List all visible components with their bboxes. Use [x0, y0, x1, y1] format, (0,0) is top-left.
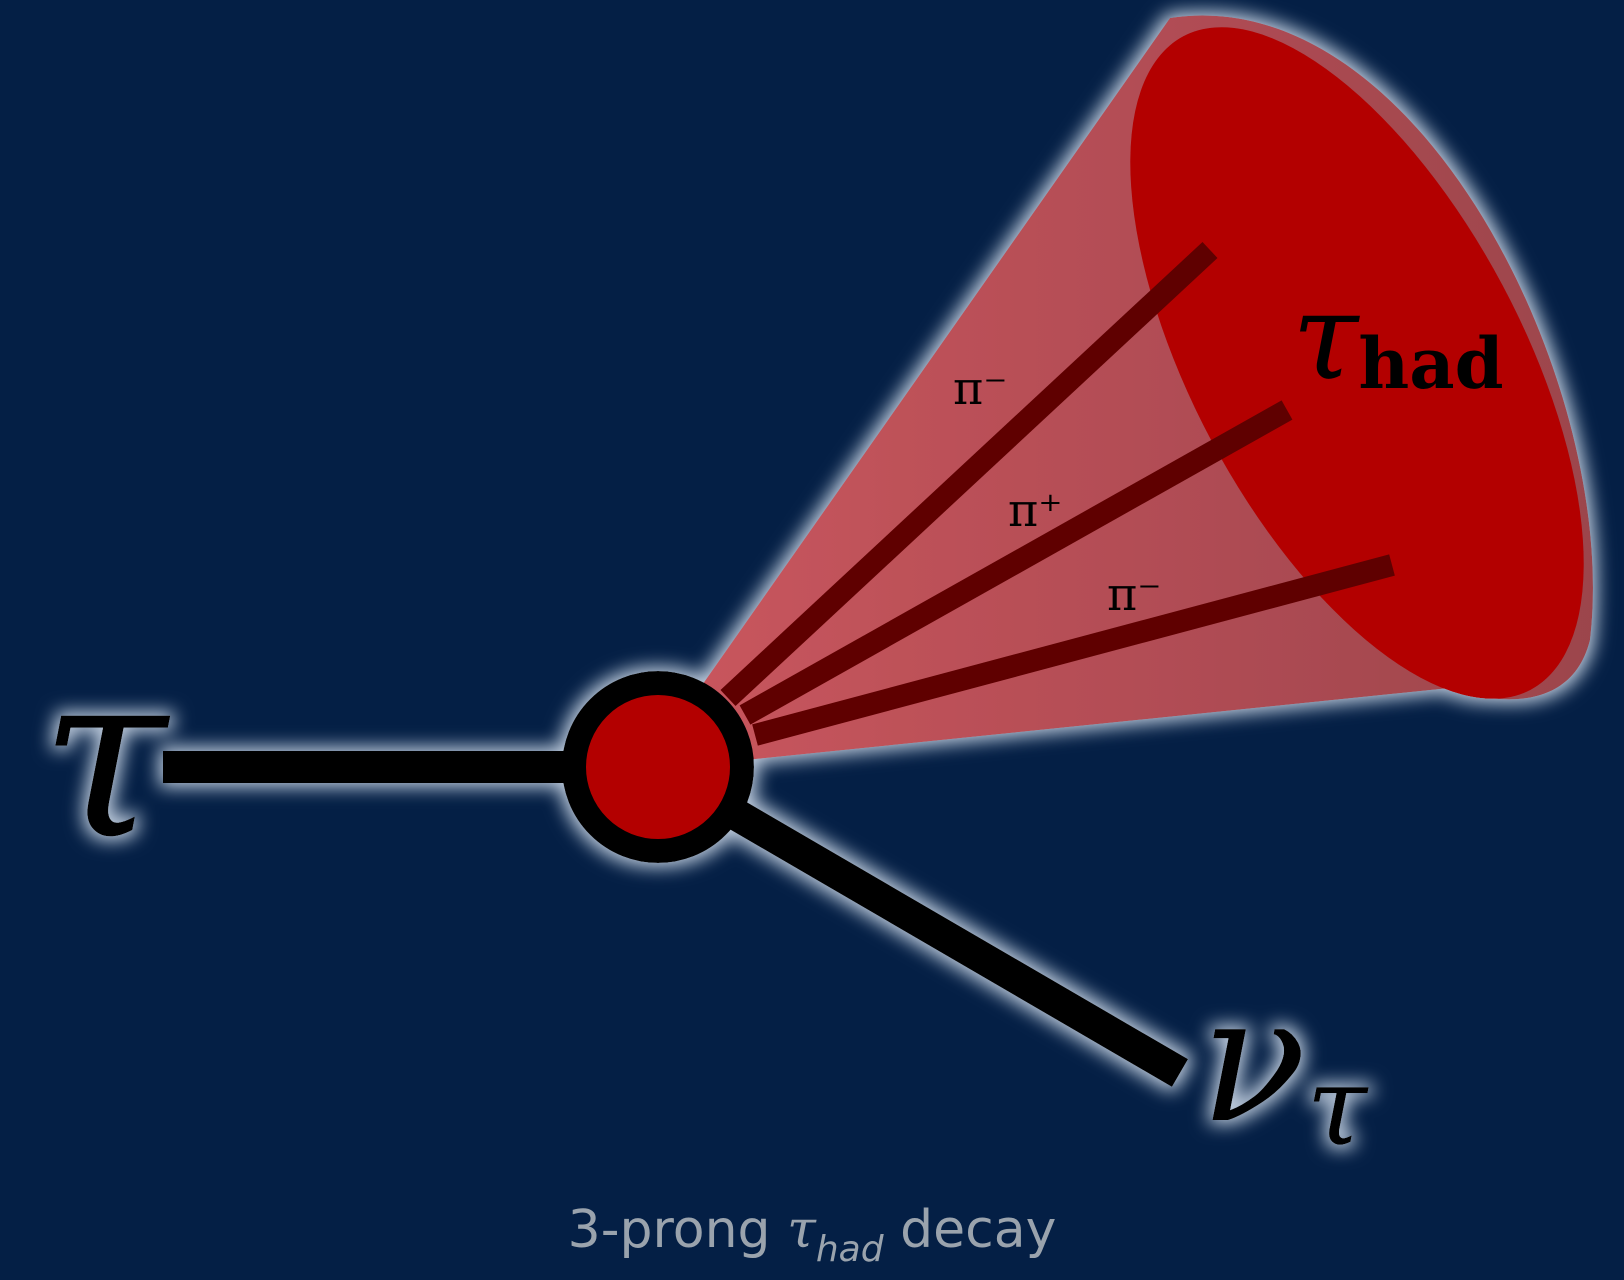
caption-subscript: had — [815, 1229, 884, 1270]
jet-subscript: had — [1358, 322, 1503, 405]
decay-vertex — [562, 671, 754, 863]
neutrino-label: ντ — [1200, 959, 1369, 1170]
jet-symbol: τ — [1292, 268, 1360, 407]
neutrino-line — [716, 794, 1189, 1087]
neutrino-symbol: ν — [1200, 959, 1306, 1162]
pion-label-2: π⁺ — [1008, 483, 1063, 537]
diagram-caption: 3-prong τhad decay — [0, 1200, 1624, 1270]
pion-label-1: π⁻ — [953, 361, 1008, 415]
pion-track-3 — [752, 554, 1395, 746]
pion-label-3: π⁻ — [1107, 567, 1162, 621]
caption-prefix: 3-prong — [567, 1200, 788, 1260]
incoming-tau-label: τ — [40, 623, 171, 890]
pion-track-1 — [720, 241, 1218, 707]
neutrino-subscript: τ — [1306, 1042, 1369, 1170]
jet-cone-cap — [1130, 27, 1584, 699]
jet-label: τhad — [1292, 268, 1504, 407]
caption-symbol: τ — [787, 1200, 816, 1260]
caption-suffix: decay — [883, 1200, 1057, 1260]
pion-track-2 — [739, 400, 1293, 725]
